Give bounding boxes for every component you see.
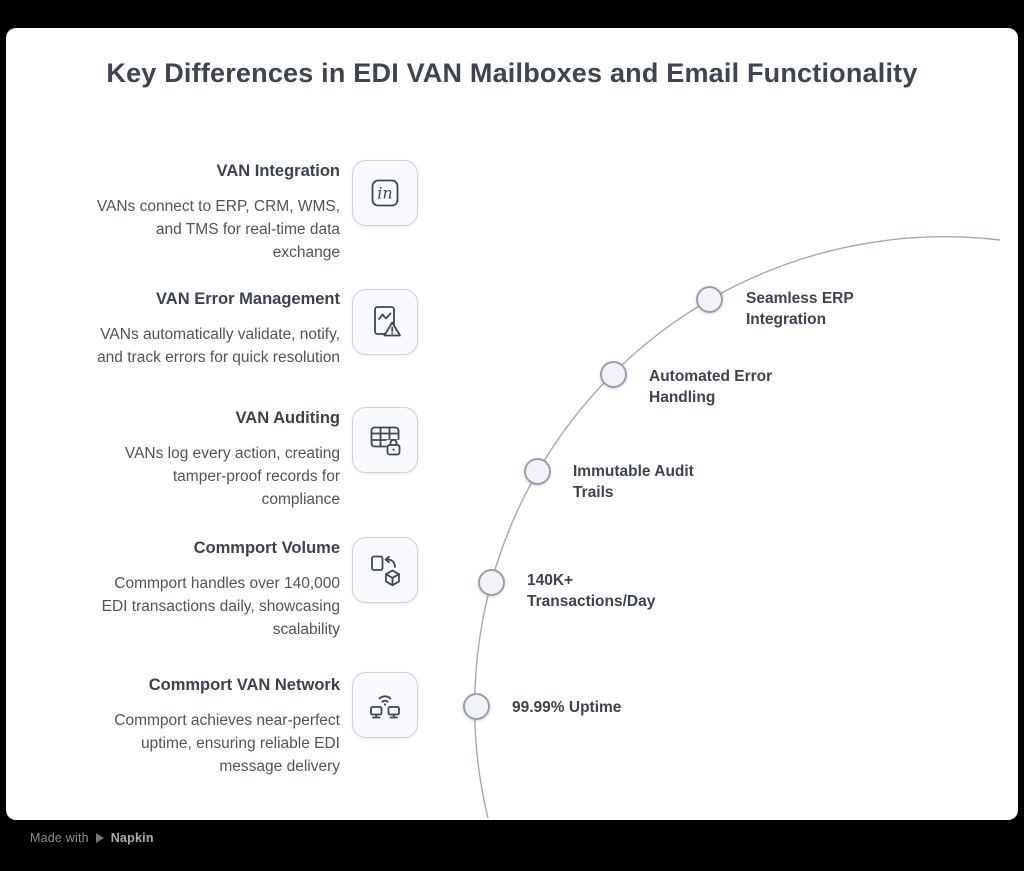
milestone-label: 99.99% Uptime	[512, 699, 622, 716]
milestone-label: Immutable Audit Trails	[573, 463, 694, 501]
node-automated-error-handling	[600, 361, 627, 388]
node-seamless-erp-integration	[696, 286, 723, 313]
node-transactions-per-day	[478, 569, 505, 596]
napkin-watermark[interactable]: Made with Napkin	[30, 831, 154, 845]
table-lock-icon	[370, 426, 402, 456]
item-description: Commport handles over 140,000 EDI transa…	[101, 575, 340, 638]
item-description: VANs log every action, creating tamper-p…	[124, 445, 340, 508]
icon-box-van-auditing	[352, 407, 418, 473]
node-uptime	[463, 693, 490, 720]
page-title: Key Differences in EDI VAN Mailboxes and…	[106, 58, 918, 88]
item-description: VANs connect to ERP, CRM, WMS, and TMS f…	[96, 198, 340, 261]
signature-icon: in	[371, 179, 399, 207]
item-heading: VAN Error Management	[156, 290, 340, 308]
watermark-brand: Napkin	[110, 831, 154, 845]
feature-item-van-integration: VAN Integration VANs connect to ERP, CRM…	[48, 160, 340, 264]
icon-box-van-integration: in	[352, 160, 418, 226]
item-description: Commport achieves near-perfect uptime, e…	[114, 712, 340, 775]
icon-box-van-error-management	[352, 289, 418, 355]
icon-box-commport-volume	[352, 537, 418, 603]
feature-item-van-auditing: VAN Auditing VANs log every action, crea…	[48, 407, 340, 511]
document-error-icon	[374, 306, 401, 337]
watermark-prefix: Made with	[30, 831, 89, 845]
feature-item-commport-volume: Commport Volume Commport handles over 14…	[48, 537, 340, 641]
node-immutable-audit-trails	[524, 458, 551, 485]
svg-text:in: in	[377, 184, 392, 203]
monitors-wifi-icon	[370, 695, 400, 719]
item-description: VANs automatically validate, notify, and…	[97, 326, 340, 366]
milestone-label: 140K+ Transactions/Day	[527, 572, 656, 610]
milestone-label: Automated Error Handling	[649, 368, 773, 406]
transform-cube-icon	[371, 555, 400, 587]
item-heading: Commport VAN Network	[148, 676, 340, 694]
feature-item-van-error-management: VAN Error Management VANs automatically …	[48, 288, 340, 369]
feature-item-commport-van-network: Commport VAN Network Commport achieves n…	[48, 674, 340, 778]
item-heading: Commport Volume	[193, 539, 340, 557]
item-heading: VAN Auditing	[235, 409, 340, 427]
play-icon	[95, 833, 104, 843]
item-heading: VAN Integration	[216, 162, 340, 180]
icon-box-commport-van-network	[352, 672, 418, 738]
milestone-label: Seamless ERP Integration	[746, 290, 854, 328]
